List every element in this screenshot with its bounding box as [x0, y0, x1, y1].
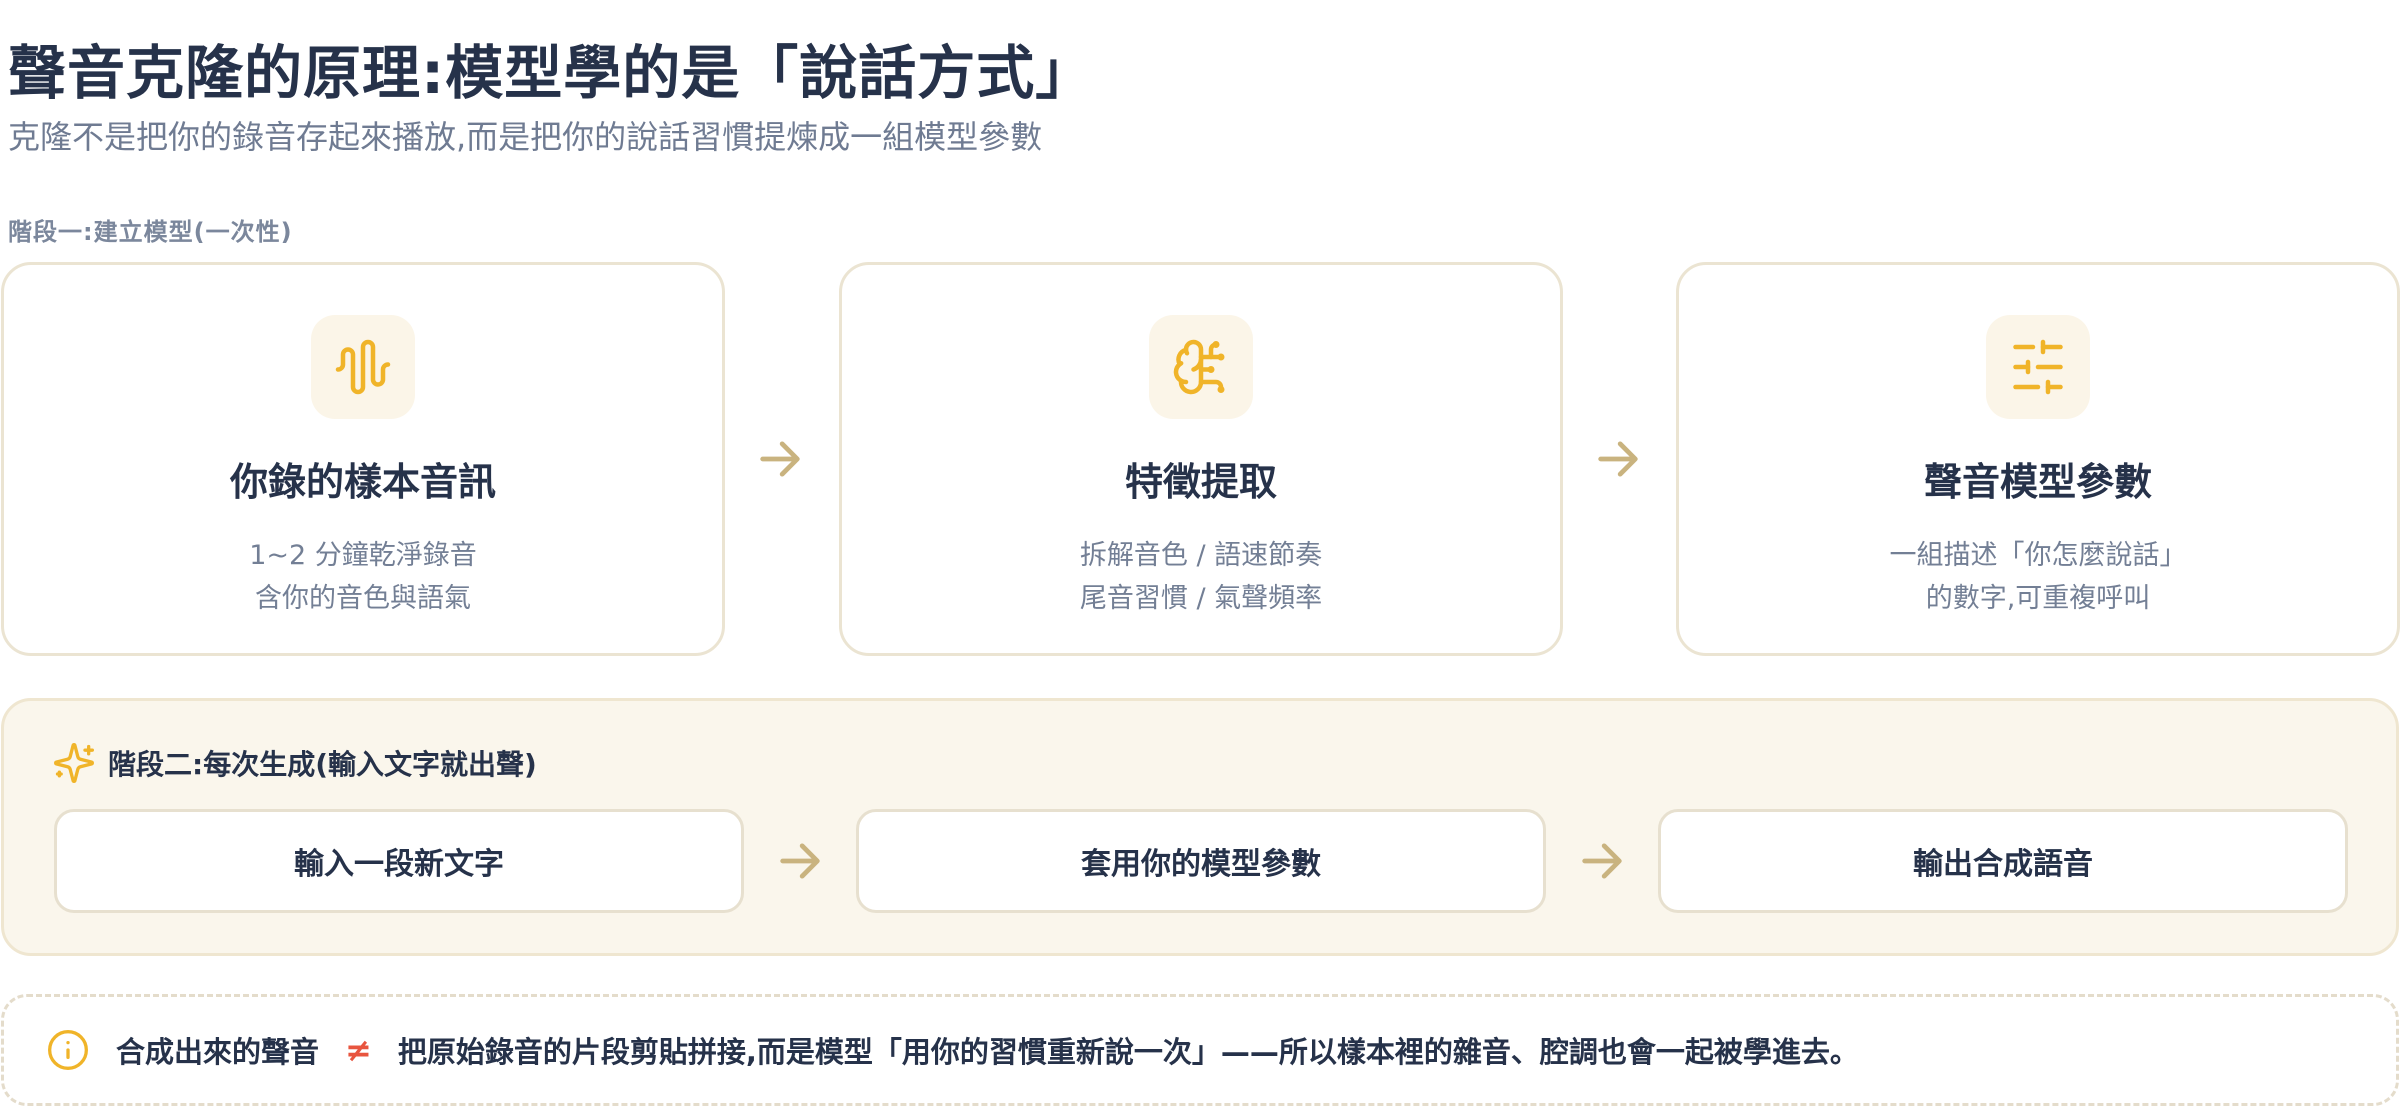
stage2-header: 階段二:每次生成(輸入文字就出聲)	[52, 741, 537, 785]
card-desc-line: 拆解音色 / 語速節奏	[1079, 540, 1323, 571]
page-subtitle: 克隆不是把你的錄音存起來播放,而是把你的說話習慣提煉成一組模型參數	[8, 118, 1043, 156]
card-description: 一組描述「你怎麼說話」 的數字,可重複呼叫	[1890, 534, 2187, 620]
stage2-label: 階段二:每次生成(輸入文字就出聲)	[108, 748, 537, 781]
card-desc-line: 1~2 分鐘乾淨錄音	[249, 540, 477, 571]
sparkles-icon	[54, 743, 94, 783]
step-input-text: 輸入一段新文字	[54, 809, 744, 913]
arrow-right-icon	[754, 433, 806, 485]
card-desc-line: 尾音習慣 / 氣聲頻率	[1079, 583, 1323, 614]
card-desc-line: 含你的音色與語氣	[255, 583, 471, 614]
arrow-right-icon	[774, 835, 826, 887]
note-right-text: 把原始錄音的片段剪貼拼接,而是模型「用你的習慣重新說一次」——所以樣本裡的雜音、…	[397, 1035, 1859, 1069]
stage1-card-sample-audio: 你錄的樣本音訊 1~2 分鐘乾淨錄音 含你的音色與語氣	[1, 262, 725, 656]
stage2-panel: 階段二:每次生成(輸入文字就出聲) 輸入一段新文字 套用你的模型參數 輸出合成語…	[1, 698, 2399, 956]
card-description: 1~2 分鐘乾淨錄音 含你的音色與語氣	[249, 534, 477, 620]
card-desc-line: 的數字,可重複呼叫	[1925, 583, 2151, 614]
brain-icon	[1149, 315, 1253, 419]
audio-waveform-icon	[311, 315, 415, 419]
note-box: 合成出來的聲音 ≠ 把原始錄音的片段剪貼拼接,而是模型「用你的習慣重新說一次」—…	[1, 994, 2399, 1106]
card-title: 特徵提取	[1124, 460, 1277, 504]
note-left-text: 合成出來的聲音	[116, 1035, 320, 1069]
card-title: 你錄的樣本音訊	[229, 460, 496, 504]
arrow-right-icon	[1592, 433, 1644, 485]
info-icon	[48, 1030, 88, 1070]
card-description: 拆解音色 / 語速節奏 尾音習慣 / 氣聲頻率	[1080, 534, 1322, 620]
arrow-right-icon	[1576, 835, 1628, 887]
stage1-card-feature-extraction: 特徵提取 拆解音色 / 語速節奏 尾音習慣 / 氣聲頻率	[839, 262, 1563, 656]
not-equal-symbol: ≠	[345, 1031, 372, 1069]
sliders-icon	[1986, 315, 2090, 419]
card-desc-line: 一組描述「你怎麼說話」	[1889, 540, 2187, 571]
step-apply-model: 套用你的模型參數	[856, 809, 1546, 913]
stage1-card-model-parameters: 聲音模型參數 一組描述「你怎麼說話」 的數字,可重複呼叫	[1676, 262, 2400, 656]
stage1-label: 階段一:建立模型(一次性)	[8, 218, 293, 246]
step-output-speech: 輸出合成語音	[1658, 809, 2348, 913]
card-title: 聲音模型參數	[1923, 460, 2152, 504]
page-title: 聲音克隆的原理:模型學的是「說話方式」	[8, 39, 1095, 107]
